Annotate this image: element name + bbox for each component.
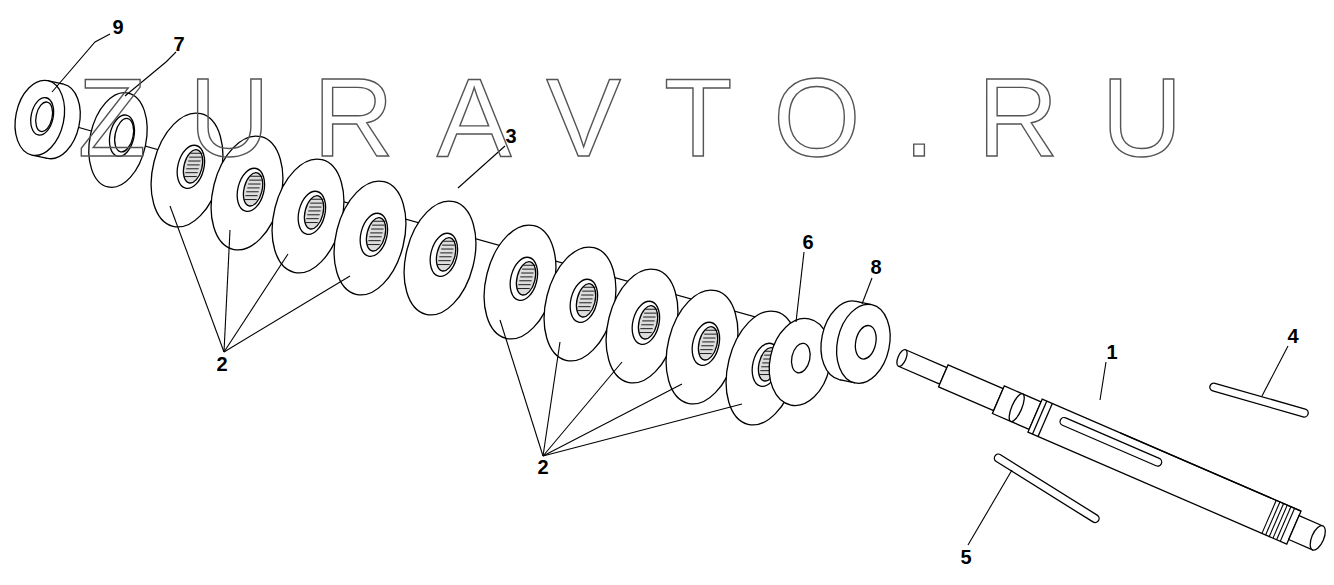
callout-number: 4	[1287, 325, 1298, 347]
callout-number: 5	[960, 546, 971, 568]
watermark: ZURAVTO.RU	[78, 62, 1226, 174]
seal-ring	[8, 76, 86, 164]
callout-number: 2	[216, 353, 227, 375]
callout-number: 6	[802, 231, 813, 253]
callout-number: 2	[537, 456, 548, 478]
key	[1209, 382, 1309, 418]
leader-lines	[52, 34, 1288, 545]
parts-front	[762, 296, 1331, 557]
callout-number: 7	[173, 33, 184, 55]
shaft	[891, 340, 1330, 557]
key	[993, 453, 1101, 524]
callout-number: 9	[112, 16, 123, 38]
callout-number: 1	[1106, 341, 1117, 363]
washer	[393, 193, 487, 322]
thick-ring	[814, 296, 897, 388]
callout-number: 3	[505, 125, 516, 147]
callout-number: 8	[870, 256, 881, 278]
